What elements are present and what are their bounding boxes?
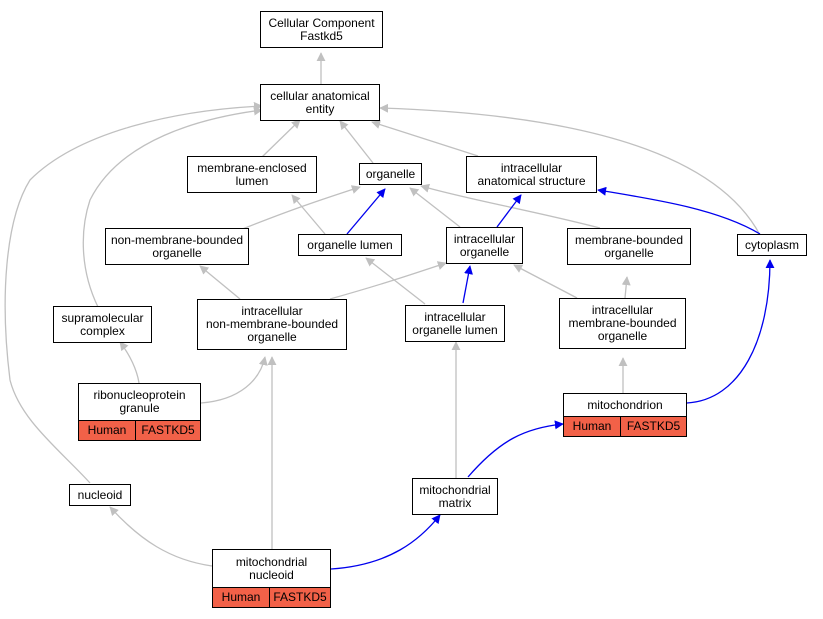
- annotation-row: Human FASTKD5: [213, 587, 330, 607]
- node-organelle[interactable]: organelle: [359, 163, 422, 185]
- edge-org-cae: [339, 120, 374, 164]
- edge-io-ias: [496, 194, 522, 228]
- gene-cell: FASTKD5: [620, 417, 686, 436]
- edge-mnuc-mmat: [330, 514, 441, 570]
- edge-rnpg-inmbo: [200, 356, 268, 404]
- species-cell: Human: [572, 419, 612, 433]
- gene-cell: FASTKD5: [135, 421, 200, 440]
- edge-mnuc-nucleoid: [109, 506, 213, 567]
- annotation-row: Human FASTKD5: [564, 416, 686, 436]
- edge-iol-io: [462, 265, 473, 304]
- edge-mmat-mito: [467, 420, 564, 478]
- edge-imbo-io: [513, 264, 578, 299]
- edge-inmbo-io: [329, 261, 447, 300]
- edge-mel-cae: [261, 119, 301, 158]
- gene-cell: FASTKD5: [269, 588, 330, 607]
- node-organelle-lumen[interactable]: organelle lumen: [298, 234, 402, 256]
- edge-smc-cae: [82, 106, 263, 308]
- species-cell: Human: [221, 590, 261, 604]
- edge-nmbo-org: [239, 185, 361, 231]
- edge-cyto-cae: [379, 103, 761, 236]
- edge-ias-cae: [371, 120, 479, 157]
- node-nucleoid[interactable]: nucleoid: [69, 484, 131, 506]
- edge-iol-orglum: [365, 257, 426, 305]
- node-cytoplasm[interactable]: cytoplasm: [737, 234, 807, 256]
- edge-mito-cyto: [686, 259, 775, 404]
- edge-cyto-ias: [597, 186, 761, 235]
- edge-io-org: [409, 187, 461, 228]
- edge-mbo-org: [420, 183, 601, 229]
- edge-nucleoid-cae: [4, 101, 263, 484]
- edge-imbo-mbo: [621, 276, 631, 299]
- annotation-row: Human FASTKD5: [79, 420, 200, 440]
- edge-orglum-mel: [291, 194, 326, 235]
- species-cell: Human: [87, 423, 127, 437]
- edge-rnpg-smc: [119, 341, 140, 384]
- edge-inmbo-nmbo: [199, 265, 241, 300]
- edge-orglum-org: [346, 188, 386, 235]
